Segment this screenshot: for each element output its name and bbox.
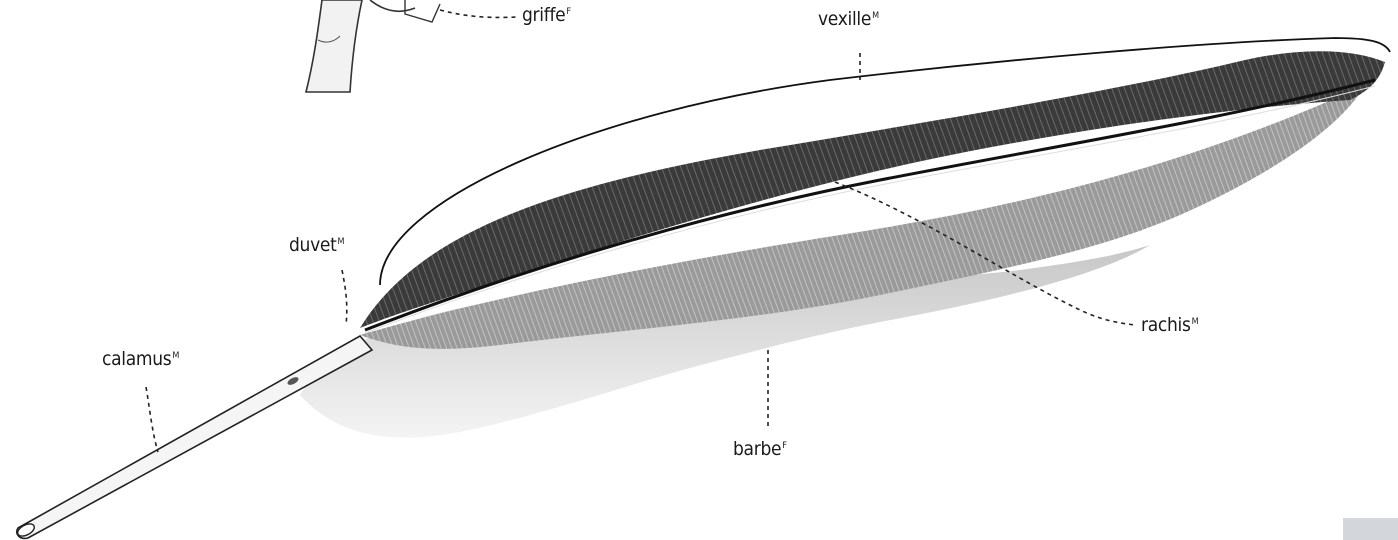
calamus-quill bbox=[17, 336, 372, 538]
label-calamus: calamusM bbox=[102, 350, 179, 369]
corner-shade bbox=[1343, 518, 1398, 540]
label-barbe: barbeF bbox=[733, 440, 787, 459]
label-rachis: rachisM bbox=[1141, 316, 1198, 335]
claw-illustration bbox=[306, 0, 440, 92]
griffe-leader bbox=[440, 10, 518, 17]
label-duvet: duvetM bbox=[289, 236, 344, 255]
label-griffe: griffeF bbox=[522, 6, 571, 25]
calamus-leader bbox=[146, 387, 158, 452]
label-vexille: vexilleM bbox=[818, 10, 879, 29]
duvet-leader bbox=[342, 270, 347, 325]
